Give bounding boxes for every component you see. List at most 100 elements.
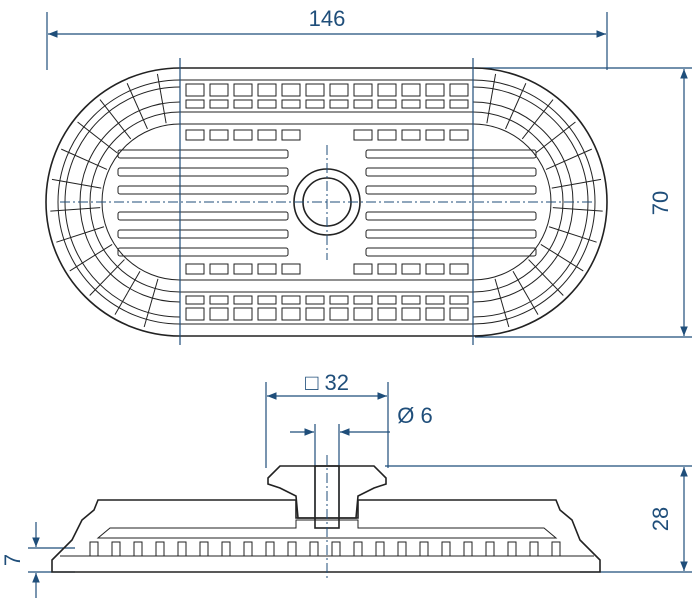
grid-cell: [233, 295, 253, 305]
grid-cell: [425, 295, 445, 305]
side-rib: [485, 541, 495, 557]
grid-cell: [233, 129, 253, 141]
side-rib: [397, 541, 407, 557]
inner-slot: [117, 149, 289, 159]
grid-cell: [185, 99, 205, 109]
dimension-label-width: 70: [648, 191, 673, 215]
grid-cell: [185, 83, 205, 97]
radial-rib: [540, 243, 584, 272]
connector-profile: [267, 465, 387, 519]
grid-cell: [377, 263, 397, 275]
grid-cell: [353, 307, 373, 321]
grid-cell: [329, 295, 349, 305]
grid-cell: [209, 307, 229, 321]
radial-rib: [99, 99, 132, 140]
dimension-square-connector: □ 32: [265, 370, 389, 468]
grid-cell: [377, 307, 397, 321]
side-rib: [155, 541, 165, 557]
grid-cell: [233, 307, 253, 321]
grid-cell: [449, 263, 469, 275]
plate-body: [51, 499, 601, 573]
grid-cell: [209, 263, 229, 275]
radial-rib: [143, 278, 159, 328]
radial-rib: [521, 99, 554, 140]
grid-cell: [257, 263, 277, 275]
side-rib: [529, 541, 539, 557]
inner-slot: [365, 185, 537, 195]
radial-rib: [50, 207, 101, 212]
side-rib: [287, 541, 297, 557]
grid-cell: [185, 295, 205, 305]
grid-cell: [449, 307, 469, 321]
grid-cell: [401, 99, 421, 109]
inner-slot: [117, 247, 289, 257]
inner-slots: [117, 149, 537, 257]
grid-cell: [449, 83, 469, 97]
radial-rib: [512, 271, 539, 315]
grid-cell: [401, 83, 421, 97]
side-rib: [265, 541, 275, 557]
grid-cell: [185, 307, 205, 321]
dimension-label-length: 146: [309, 6, 346, 31]
grid-cell: [401, 263, 421, 275]
radial-rib: [89, 259, 125, 296]
grid-cell: [425, 99, 445, 109]
grid-cell: [209, 129, 229, 141]
grid-cell: [281, 263, 301, 275]
plate-inner-face: [96, 519, 558, 539]
radial-rib: [528, 259, 564, 296]
side-rib: [441, 541, 451, 557]
side-rib: [551, 541, 561, 557]
dimension-label-square: □ 32: [305, 370, 349, 395]
grid-cell: [353, 129, 373, 141]
grid-cell: [305, 295, 325, 305]
dimension-bore-diameter: Ø 6: [290, 403, 433, 520]
grid-cell: [305, 83, 325, 97]
inner-slot: [365, 211, 537, 221]
radial-rib: [494, 278, 510, 328]
grid-cell: [257, 295, 277, 305]
radial-rib: [548, 226, 597, 243]
side-rib: [507, 541, 517, 557]
grid-cell: [257, 129, 277, 141]
grid-cell: [425, 83, 445, 97]
inner-slot: [365, 149, 537, 159]
grid-cell: [305, 99, 325, 109]
dimension-lip-height: 7: [0, 522, 75, 598]
dimension-overall-length: 146: [46, 6, 608, 70]
grid-cell: [377, 129, 397, 141]
radial-rib: [552, 207, 603, 212]
side-rib: [199, 541, 209, 557]
grid-cell: [329, 83, 349, 97]
grid-cell: [401, 307, 421, 321]
side-rib: [331, 541, 341, 557]
radial-rib: [545, 148, 592, 170]
dimension-overall-width: 70: [475, 67, 692, 338]
radial-rib: [61, 148, 108, 170]
inner-slot: [117, 167, 289, 177]
grid-cell: [449, 99, 469, 109]
grid-cell: [257, 307, 277, 321]
dimension-label-bore: Ø 6: [397, 403, 432, 428]
grid-cell: [185, 129, 205, 141]
cell-grid: [185, 83, 469, 321]
side-rib: [463, 541, 473, 557]
radial-rib: [114, 271, 141, 315]
grid-cell: [425, 263, 445, 275]
side-rib: [243, 541, 253, 557]
grid-cell: [305, 307, 325, 321]
inner-slot: [117, 229, 289, 239]
grid-cell: [281, 83, 301, 97]
grid-cell: [425, 129, 445, 141]
radial-rib: [126, 83, 148, 130]
radial-rib: [505, 83, 527, 130]
radial-rib: [51, 178, 102, 189]
side-rib: [133, 541, 143, 557]
grid-cell: [353, 263, 373, 275]
side-rib: [221, 541, 231, 557]
dimension-label-lip: 7: [0, 554, 25, 566]
grid-cell: [281, 307, 301, 321]
side-rib: [177, 541, 187, 557]
dimension-label-height: 28: [648, 507, 673, 531]
